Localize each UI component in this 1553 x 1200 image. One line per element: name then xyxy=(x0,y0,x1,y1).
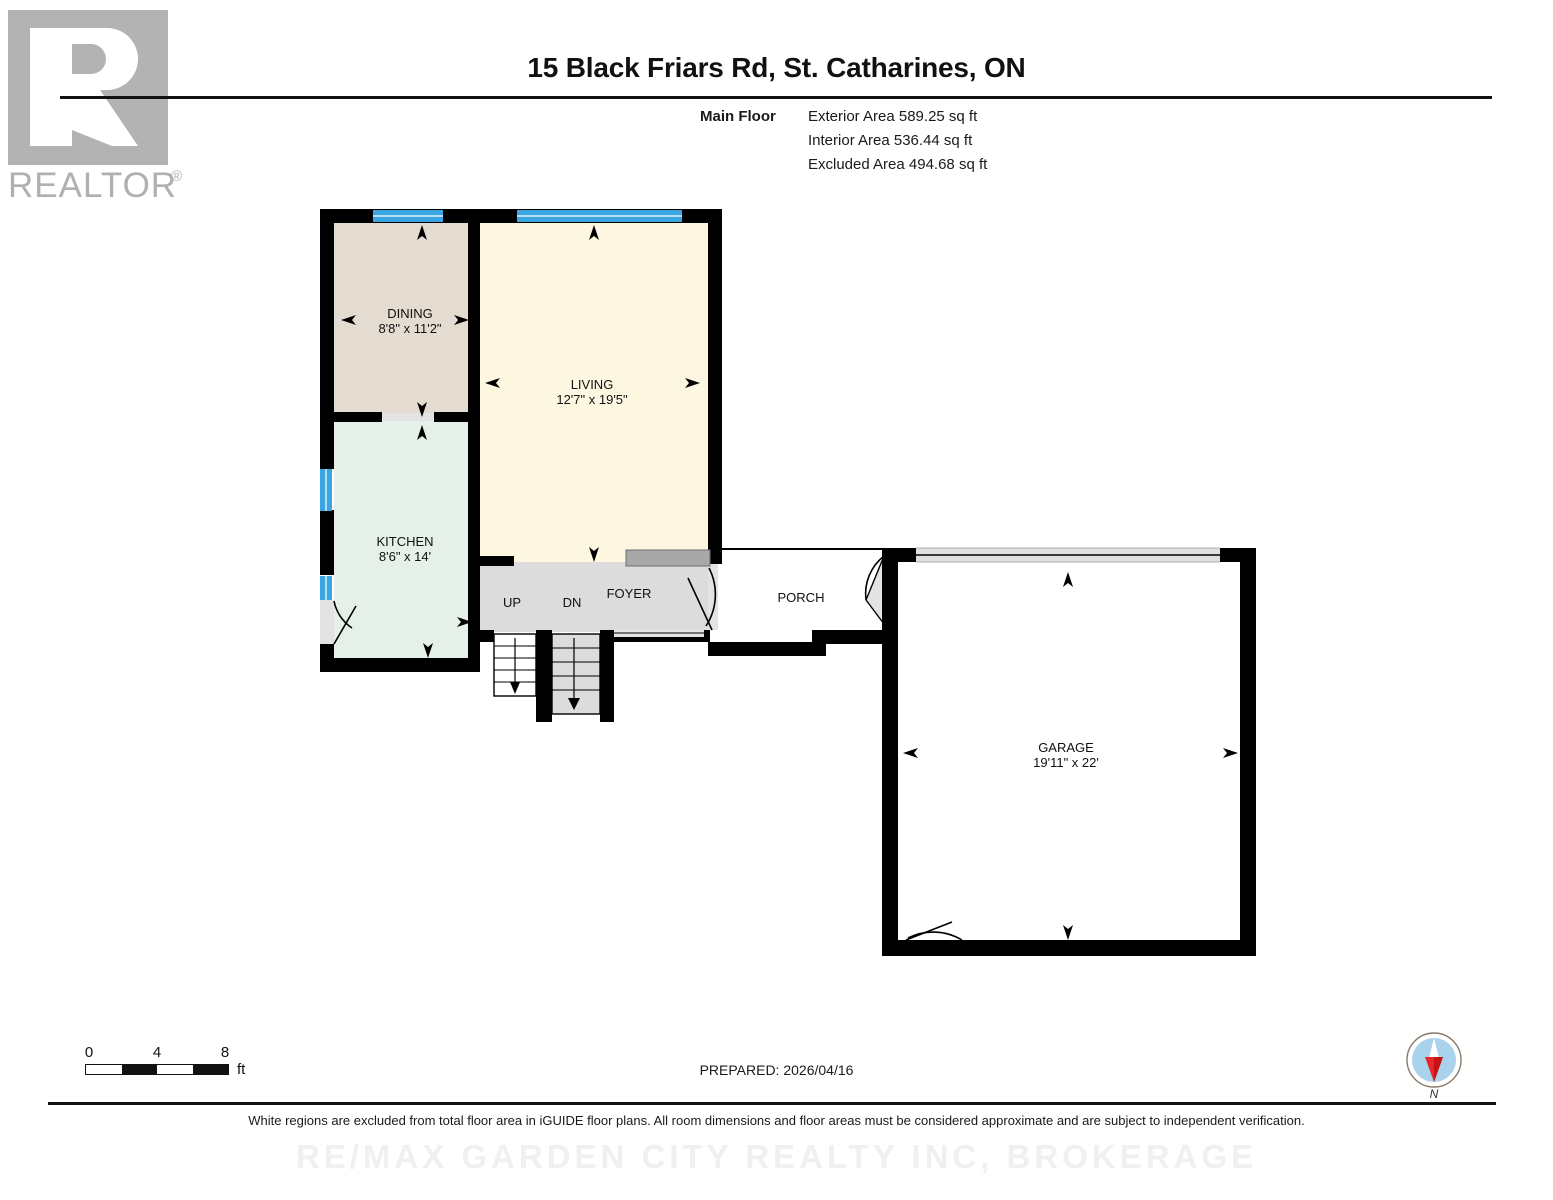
wall-garage-right xyxy=(1240,548,1256,952)
cabinet-block xyxy=(625,549,711,567)
wall-foyer-top-left xyxy=(474,556,514,566)
wall-living-right xyxy=(708,209,722,564)
prepared-date: PREPARED: 2026/04/16 xyxy=(699,1062,854,1078)
wall-stair-divider xyxy=(536,630,552,722)
stairs-up-label: UP xyxy=(503,595,521,610)
compass-icon xyxy=(1406,1032,1462,1088)
page-title: 15 Black Friars Rd, St. Catharines, ON xyxy=(527,52,1026,83)
wall-dining-living xyxy=(468,209,480,419)
room-labels: DINING 8'8" x 11'2" LIVING 12'7" x 19'5"… xyxy=(376,306,1098,770)
area-list: Exterior Area 589.25 sq ft Interior Area… xyxy=(808,108,987,180)
scale-tick-8: 8 xyxy=(220,1044,230,1061)
door-arc-garage-bottom xyxy=(907,931,963,941)
compass-north-label: N xyxy=(1429,1087,1439,1101)
room-label-garage: GARAGE xyxy=(1038,740,1094,755)
door-arc-kitchen-ext xyxy=(333,600,353,629)
footer-divider xyxy=(48,1102,1496,1105)
realtor-r-bowl-counter xyxy=(72,44,106,74)
realtor-r-stem xyxy=(30,28,72,146)
exterior-area: Exterior Area 589.25 sq ft xyxy=(808,108,978,125)
scale-tick-0: 0 xyxy=(84,1044,94,1061)
excluded-area: Excluded Area 494.68 sq ft xyxy=(808,156,988,173)
room-dim-living: 12'7" x 19'5" xyxy=(556,392,628,407)
wall-foyer-bottom-a xyxy=(480,630,494,642)
room-fill-foyer xyxy=(474,562,708,632)
room-label-porch: PORCH xyxy=(778,590,825,605)
garage-walls xyxy=(882,547,1256,956)
porch-outline xyxy=(708,548,886,656)
room-fill-dining xyxy=(334,222,474,418)
door-opening-dining-kitchen xyxy=(382,413,434,421)
wall-left-mid xyxy=(320,510,334,575)
scale-ticks: 0 4 8 xyxy=(85,1044,235,1064)
room-label-foyer: FOYER xyxy=(607,586,652,601)
realtor-wordmark: REALTOR xyxy=(8,166,178,205)
wall-garage-left xyxy=(882,552,898,952)
dimension-arrows xyxy=(341,225,1238,940)
door-arc-garage-side xyxy=(864,555,885,601)
floor-area-summary: Main Floor Exterior Area 589.25 sq ft In… xyxy=(700,108,987,180)
room-fill-kitchen xyxy=(334,418,474,658)
room-dim-garage: 19'11" x 22' xyxy=(1033,755,1099,770)
room-fill-garage xyxy=(895,552,1245,952)
realtor-registered-mark: ® xyxy=(171,168,183,185)
wall-garage-top-right-nub xyxy=(1220,548,1256,562)
door-threshold-kitchen-ext xyxy=(320,600,334,644)
compass-rose: N xyxy=(1405,1031,1463,1101)
door-arc-foyer xyxy=(705,567,717,627)
floor-plan-drawing: DINING 8'8" x 11'2" LIVING 12'7" x 19'5"… xyxy=(320,209,1256,956)
stairs-up xyxy=(493,633,537,697)
stairs-dn-label: DN xyxy=(563,595,582,610)
realtor-logo: REALTOR ® xyxy=(8,10,182,205)
scale-bar-segments xyxy=(85,1064,229,1075)
room-label-living: LIVING xyxy=(571,377,614,392)
scale-bar: 0 4 8 ft xyxy=(85,1044,246,1078)
scale-seg-2 xyxy=(121,1065,157,1074)
title-divider xyxy=(60,96,1492,99)
room-dim-kitchen: 8'6" x 14' xyxy=(379,549,431,564)
scale-seg-3 xyxy=(157,1065,193,1074)
wall-stair-right xyxy=(600,630,614,722)
window-group xyxy=(320,210,682,600)
scale-tick-4: 4 xyxy=(152,1044,162,1061)
scale-seg-1 xyxy=(86,1065,122,1074)
realtor-r-mark xyxy=(8,10,168,165)
wall-dining-kitchen-2 xyxy=(434,412,480,422)
wall-garage-top-left-nub xyxy=(882,548,916,562)
door-threshold-foyer xyxy=(708,564,718,630)
room-fill-living xyxy=(474,222,708,562)
brokerage-watermark: RE/MAX GARDEN CITY REALTY INC, BROKERAGE xyxy=(295,1138,1258,1175)
wall-kitchen-bottom xyxy=(320,658,480,672)
room-dim-dining: 8'8" x 11'2" xyxy=(378,321,441,336)
scale-seg-4 xyxy=(192,1065,228,1074)
room-label-dining: DINING xyxy=(387,306,433,321)
wall-garage-bottom xyxy=(882,940,1256,956)
floor-label: Main Floor xyxy=(700,108,776,125)
disclaimer-text: White regions are excluded from total fl… xyxy=(248,1113,1305,1128)
wall-left-upper xyxy=(320,209,334,469)
wall-dining-kitchen xyxy=(334,412,382,422)
room-label-kitchen: KITCHEN xyxy=(376,534,433,549)
interior-area: Interior Area 536.44 sq ft xyxy=(808,132,973,149)
scale-unit-label: ft xyxy=(237,1061,246,1078)
wall-kitchen-living xyxy=(468,412,480,662)
stairs-down xyxy=(551,633,601,715)
